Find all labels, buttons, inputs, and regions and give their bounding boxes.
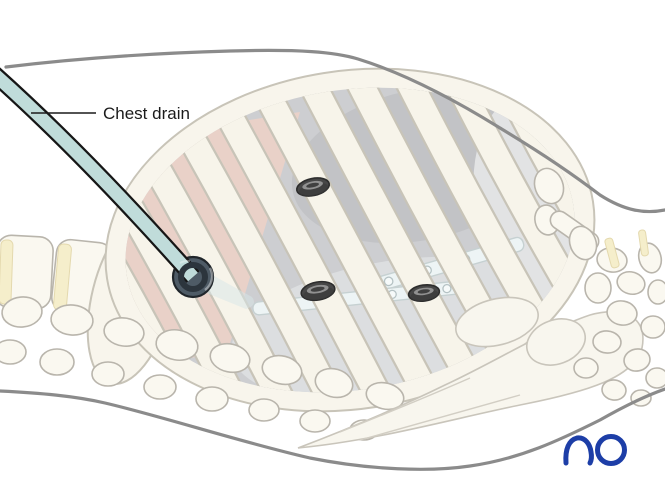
chest-drain [0, 67, 215, 299]
shoulder-muscle-mass [297, 296, 644, 449]
cervicothoracic-bones [533, 167, 665, 407]
chest-drain-tube [0, 70, 198, 282]
ao-logo: AO [563, 434, 627, 466]
annotation-chest-drain: Chest drain [31, 104, 190, 123]
chest-drain-label: Chest drain [103, 104, 190, 123]
implant-button-3 [407, 283, 441, 303]
grommet-highlight-2 [179, 259, 191, 264]
grommet-highlight [204, 267, 214, 291]
scapula-blob [455, 296, 539, 348]
grommet-ring [178, 262, 208, 292]
torso-outline-top [4, 48, 665, 214]
torso-outline-bottom [0, 387, 665, 471]
implant-button-1 [295, 177, 331, 197]
implant-button-2 [300, 280, 336, 302]
